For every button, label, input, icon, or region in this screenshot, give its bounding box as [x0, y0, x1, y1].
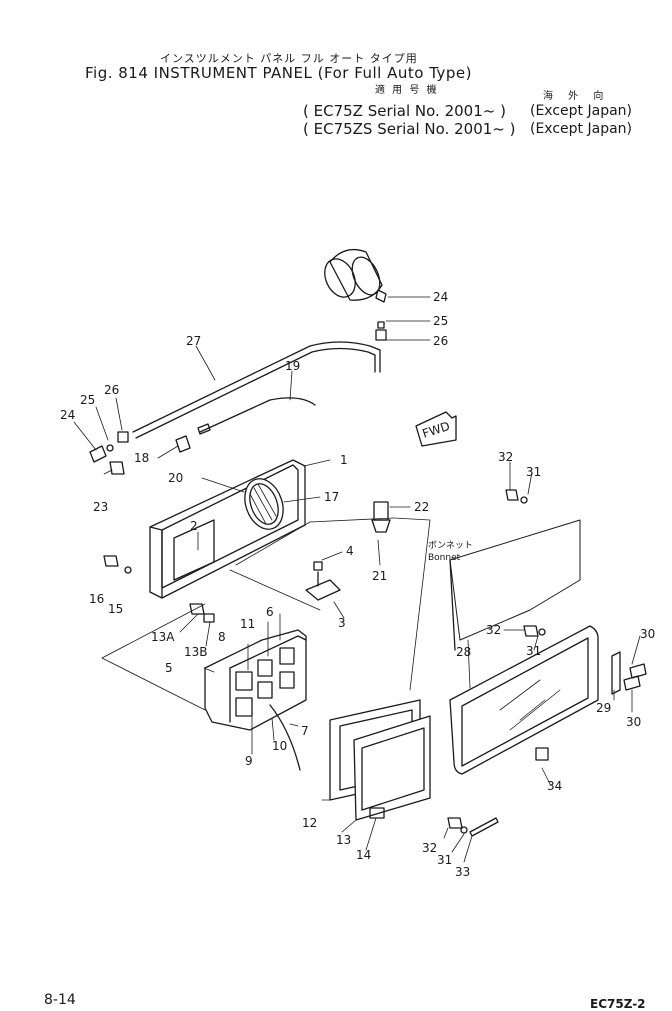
bonnet-jp-label: ボンネット	[428, 540, 473, 551]
callout-10: 10	[272, 739, 287, 753]
callout-29: 29	[596, 701, 611, 715]
window-glass	[449, 625, 599, 775]
region-note-2: (Except Japan)	[530, 121, 632, 137]
japanese-title: インスツルメント パネル フル オート タイプ用	[160, 52, 418, 65]
callout-2: 2	[190, 519, 198, 533]
callout-5: 5	[165, 661, 173, 675]
bonnet-en-label: Bonnet	[428, 553, 461, 563]
cable-19	[197, 397, 316, 435]
callout-32-bottom: 32	[422, 841, 437, 855]
bracket-3	[305, 561, 341, 601]
japanese-applicability-label: 適 用 号 機	[375, 85, 439, 96]
callout-28: 28	[456, 645, 471, 659]
leader-lines	[101, 517, 431, 711]
callout-32-top: 32	[498, 450, 513, 464]
region-note-1: (Except Japan)	[530, 103, 632, 119]
nuts-32-31	[505, 489, 546, 637]
callout-leaders	[73, 296, 641, 863]
hose-27	[132, 321, 387, 439]
callout-26-left: 26	[104, 383, 119, 397]
page-number: 8-14	[44, 992, 76, 1008]
callout-31-mid: 31	[526, 644, 541, 658]
fwd-arrow-icon	[415, 411, 457, 447]
callout-15: 15	[108, 602, 123, 616]
callout-numbers: 24 25 26 27 19 26 25 24 18 1 20 17 23 22…	[60, 290, 655, 879]
callout-13a: 13A	[151, 630, 175, 644]
callout-33: 33	[455, 865, 470, 879]
callout-7: 7	[301, 724, 309, 738]
callout-14: 14	[356, 848, 371, 862]
callout-12: 12	[302, 816, 317, 830]
callout-32-mid: 32	[486, 623, 501, 637]
callout-11: 11	[240, 617, 255, 631]
callout-19: 19	[285, 359, 300, 373]
callout-21: 21	[372, 569, 387, 583]
callout-22: 22	[414, 500, 429, 514]
callout-30-top: 30	[640, 627, 655, 641]
callout-1: 1	[340, 453, 348, 467]
small-nuts	[103, 555, 215, 623]
callout-8: 8	[218, 630, 226, 644]
switch-housing	[204, 629, 307, 771]
callout-25-top: 25	[433, 314, 448, 328]
callout-23: 23	[93, 500, 108, 514]
callout-18: 18	[134, 451, 149, 465]
callout-16: 16	[89, 592, 104, 606]
callout-31-bottom: 31	[437, 853, 452, 867]
bracket-29	[611, 651, 647, 695]
callout-30-bottom: 30	[626, 715, 641, 729]
callout-17: 17	[324, 490, 339, 504]
callout-34: 34	[547, 779, 562, 793]
lower-hardware	[447, 747, 549, 837]
callout-25-left: 25	[80, 393, 95, 407]
callout-6: 6	[266, 605, 274, 619]
callout-24-left: 24	[60, 408, 75, 422]
japanese-overseas-label: 海 外 向	[543, 91, 610, 102]
callout-9: 9	[245, 754, 253, 768]
callout-4: 4	[346, 544, 354, 558]
callout-26-top: 26	[433, 334, 448, 348]
cover-plate	[329, 699, 431, 821]
callout-13b: 13B	[184, 645, 208, 659]
callout-31-top: 31	[526, 465, 541, 479]
callout-13: 13	[336, 833, 351, 847]
serial-range-ec75zs: ( EC75ZS Serial No. 2001~ )	[303, 120, 516, 138]
sensor-22	[371, 501, 391, 533]
callout-20: 20	[168, 471, 183, 485]
gauge	[324, 248, 387, 303]
callout-24-top: 24	[433, 290, 448, 304]
bonnet-panel	[449, 519, 581, 651]
serial-range-ec75z: ( EC75Z Serial No. 2001~ )	[303, 102, 506, 120]
callout-27: 27	[186, 334, 201, 348]
document-code: EC75Z-2	[590, 997, 646, 1011]
figure-title: Fig. 814 INSTRUMENT PANEL (For Full Auto…	[85, 64, 473, 82]
callout-3: 3	[338, 616, 346, 630]
panel-frame	[149, 459, 306, 599]
